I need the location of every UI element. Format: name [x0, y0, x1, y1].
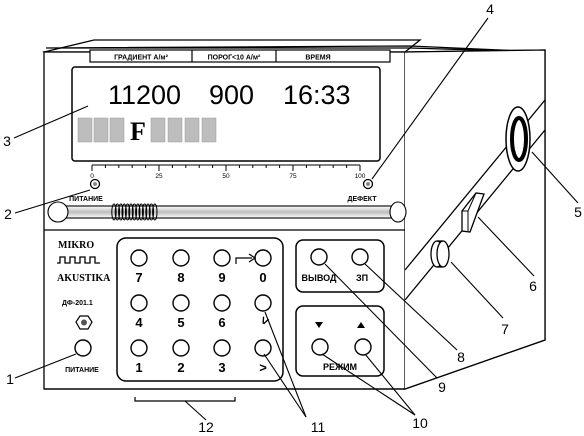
spring-coil [128, 203, 134, 221]
keypad-button[interactable] [213, 249, 231, 267]
keypad-button[interactable] [213, 294, 231, 312]
spring-coil [148, 203, 155, 221]
keypad-button[interactable] [130, 294, 148, 312]
mode-group: РЕЖИМ [295, 305, 385, 377]
spring-coil [124, 203, 131, 221]
keypad-button[interactable] [130, 249, 148, 267]
power-led [89, 178, 101, 190]
store-button[interactable] [351, 248, 369, 266]
mode-label: РЕЖИМ [323, 362, 357, 372]
side-connector [505, 106, 531, 172]
keypad-button[interactable] [254, 294, 272, 312]
spring-coil [114, 203, 121, 221]
callout-12: 12 [198, 419, 214, 435]
callout-9: 9 [438, 379, 446, 395]
keypad-button[interactable] [254, 249, 272, 267]
scale-tick-label: 25 [155, 173, 163, 180]
callout-7: 7 [501, 321, 509, 337]
scale-labels: 0 25 50 75 100 [90, 173, 366, 180]
power-button[interactable] [74, 339, 92, 357]
mode-up-button[interactable] [354, 338, 372, 356]
key-label: 1 [135, 360, 142, 375]
key-label: 2 [177, 360, 184, 375]
display-screen: 11200 900 16:33 F [71, 66, 381, 162]
brand-area: MIKRO AKUSTIKA ДФ-201.1 [57, 240, 111, 330]
key-label: 4 [135, 315, 143, 330]
callout-11: 11 [311, 419, 326, 435]
header-threshold: ПОРОГ<10 А/м² [208, 55, 261, 62]
output-store-group: ВЫВОД ЗП [295, 239, 385, 293]
defect-led-label: ДЕФЕКТ [347, 196, 377, 203]
spring-coil [131, 203, 138, 221]
certification-dot-icon [81, 319, 87, 326]
brand-wave-icon [57, 256, 100, 264]
spring-coil [138, 203, 144, 221]
keypad: 7 8 9 0 4 5 6 < 1 2 3 > [116, 237, 284, 382]
enter-arrow-icon [235, 253, 257, 264]
spring-coil [145, 203, 151, 221]
callout-6: 6 [529, 278, 537, 294]
keypad-button[interactable] [172, 339, 190, 357]
store-label: ЗП [356, 273, 368, 283]
spring-coil [111, 203, 117, 221]
bottom-bracket [134, 397, 236, 402]
key-label: 7 [135, 270, 142, 285]
leader-lines [13, 17, 579, 421]
key-label: 9 [218, 270, 225, 285]
power-button-label: ПИТАНИЕ [65, 367, 99, 374]
scale-tick-label: 100 [355, 173, 366, 180]
spring-coil [118, 203, 124, 221]
brand-line1: MIKRO [58, 240, 94, 251]
key-label: 8 [177, 270, 184, 285]
power-led-label: ПИТАНИЕ [69, 196, 103, 203]
header-time: ВРЕМЯ [305, 55, 330, 62]
keypad-button[interactable] [172, 249, 190, 267]
key-label: 6 [218, 315, 225, 330]
keypad-button[interactable] [254, 339, 272, 357]
key-label: 0 [259, 270, 266, 285]
mode-letter: F [130, 117, 146, 146]
callout-2: 2 [4, 206, 12, 222]
callout-10: 10 [412, 415, 428, 431]
output-label: ВЫВОД [302, 273, 337, 283]
keypad-button[interactable] [172, 294, 190, 312]
scale-tick-label: 50 [222, 173, 230, 180]
callout-5: 5 [574, 204, 582, 220]
key-label: 5 [177, 315, 184, 330]
key-label: > [259, 360, 267, 375]
handle-rod [47, 201, 407, 223]
callout-3: 3 [3, 133, 11, 149]
keypad-button[interactable] [130, 339, 148, 357]
callout-8: 8 [457, 349, 465, 365]
defect-led [362, 178, 374, 190]
key-label: 3 [218, 360, 225, 375]
spring-coil [121, 203, 127, 221]
scale-tick-label: 75 [289, 173, 297, 180]
callout-numbers: 1 2 3 4 5 6 7 8 9 10 11 12 [3, 1, 582, 435]
mode-down-button[interactable] [311, 338, 329, 356]
scale-tick-label: 0 [90, 173, 94, 180]
spring-coil [135, 203, 141, 221]
threshold-value: 900 [209, 80, 254, 110]
callout-1: 1 [6, 371, 14, 387]
header-gradient: ГРАДИЕНТ А/м² [114, 55, 168, 62]
scale [91, 164, 361, 171]
spring-coil [141, 203, 148, 221]
model-number: ДФ-201.1 [62, 300, 93, 307]
side-knob [430, 240, 450, 268]
brand-line2: AKUSTIKA [57, 273, 111, 284]
down-arrow-icon [315, 322, 323, 328]
output-button[interactable] [310, 248, 328, 266]
gradient-value: 11200 [108, 80, 181, 110]
spring-coil [152, 203, 158, 221]
side-switch [461, 192, 485, 233]
time-value: 16:33 [283, 80, 351, 110]
up-arrow-icon [357, 322, 365, 328]
callout-4: 4 [486, 1, 494, 17]
keypad-button[interactable] [213, 339, 231, 357]
display-header-bar: ГРАДИЕНТ А/м² ПОРОГ<10 А/м² ВРЕМЯ [89, 49, 391, 63]
